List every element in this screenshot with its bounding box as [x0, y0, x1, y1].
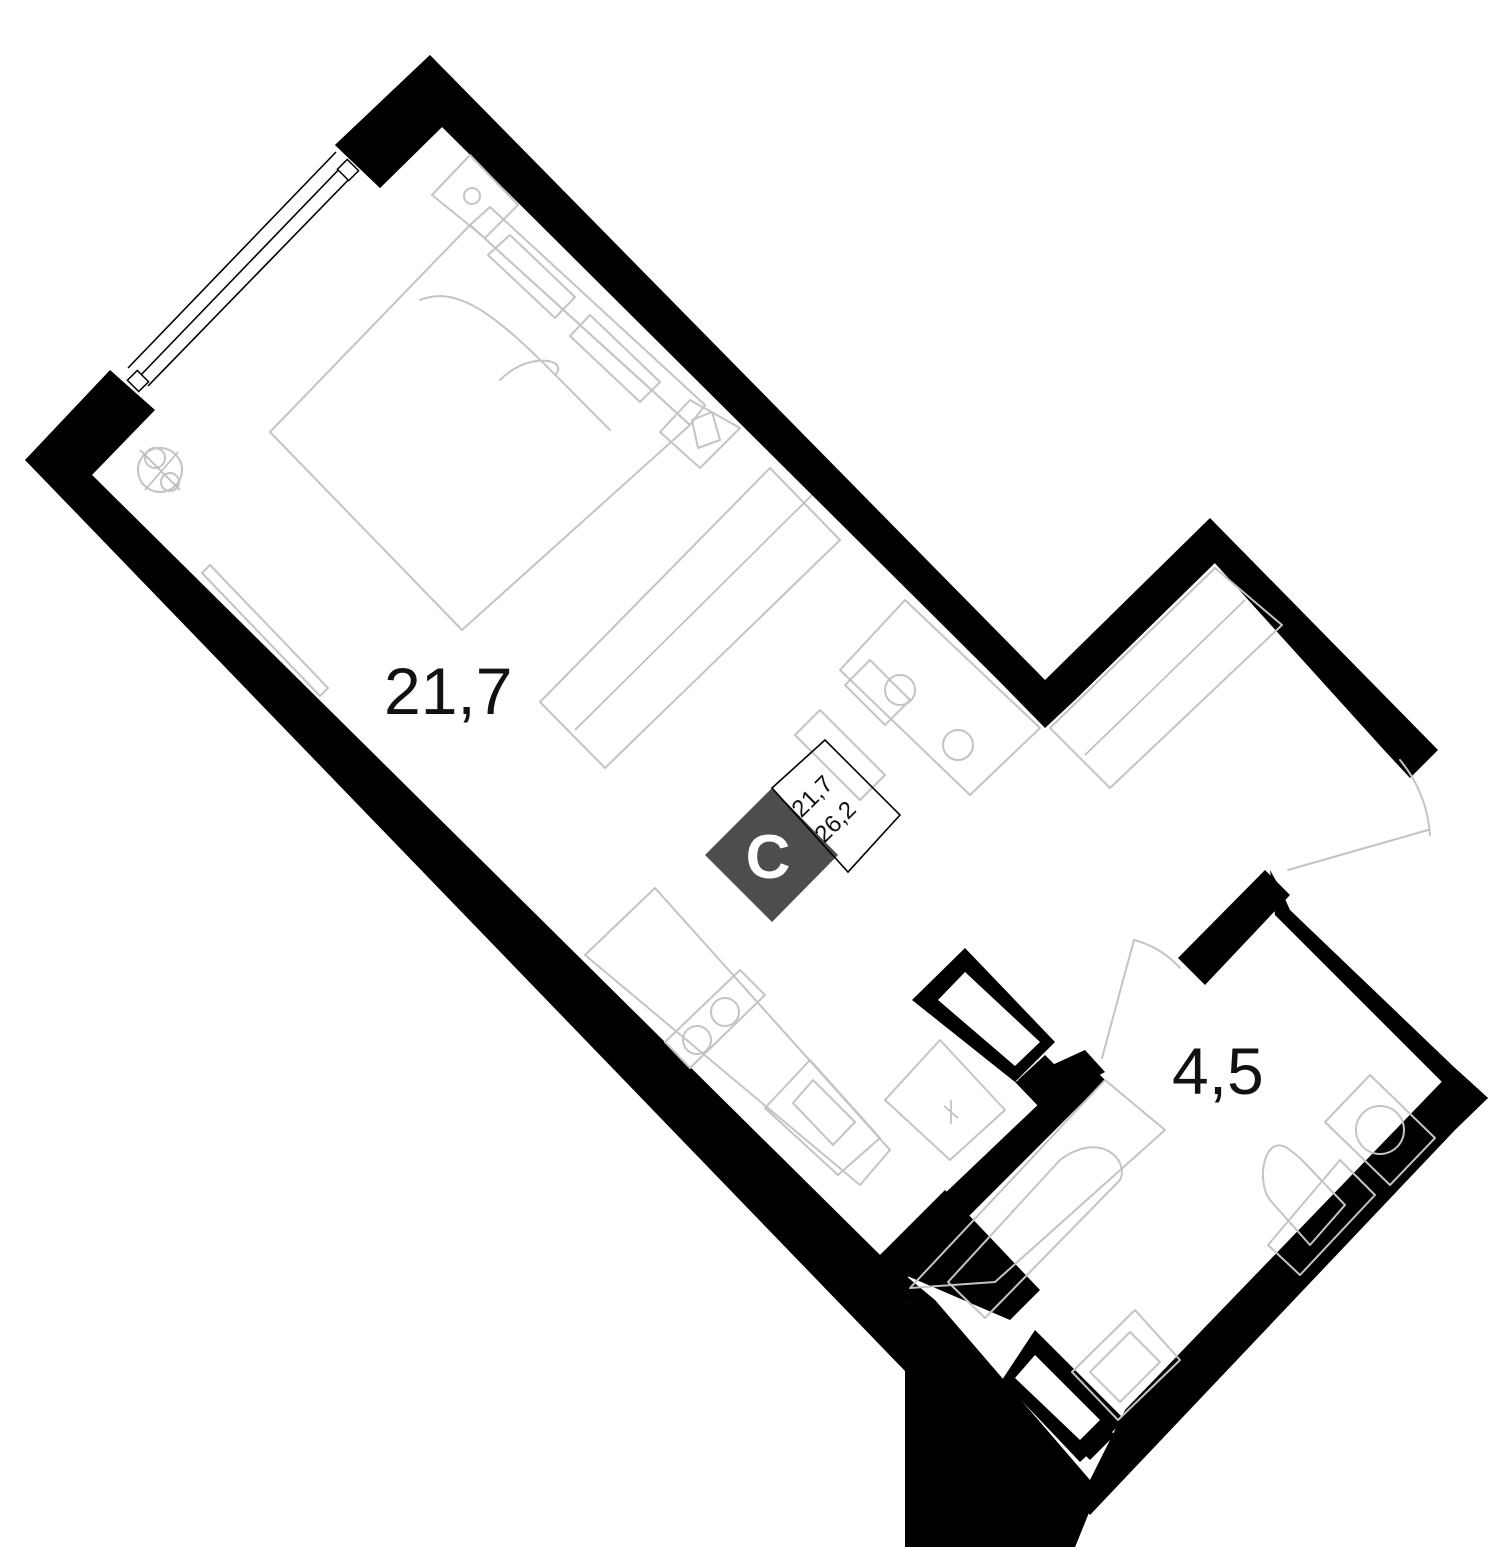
- walls: [25, 55, 1488, 1547]
- studio-furniture: [137, 154, 1041, 1186]
- wall-southwest-long: [25, 460, 1090, 1547]
- toilet: [1267, 1159, 1376, 1276]
- shaft-upper-void: [938, 972, 1040, 1066]
- wardrobe-hall: [1049, 567, 1283, 789]
- bathtub: [909, 1079, 1166, 1289]
- wardrobe-studio: [539, 467, 841, 769]
- shaft-lower-void: [1015, 1355, 1100, 1440]
- wall-bath-east: [1270, 870, 1488, 1110]
- nightstand-top: [431, 154, 519, 239]
- shaft-upper-wall: [1015, 1050, 1105, 1108]
- room-area-studio: 21,7: [384, 654, 512, 728]
- wall-hall-north: [1045, 518, 1438, 778]
- badge-diamond: [705, 788, 838, 922]
- wall-pier-top: [335, 55, 442, 188]
- wall-partition: [880, 1060, 1105, 1280]
- window: [126, 151, 360, 393]
- plant-icon: [137, 447, 183, 493]
- bathroom-furniture: [909, 1074, 1436, 1421]
- fridge: [884, 1039, 1006, 1161]
- dresser: [839, 599, 1041, 796]
- apartment-badge: С №228 21,7 26,2: [705, 738, 902, 938]
- nightstand-bottom: [659, 399, 741, 469]
- bath-sink: [1071, 1309, 1181, 1421]
- badge-frame: [770, 738, 902, 874]
- wall-studio-east: [335, 55, 1218, 728]
- radiator: [201, 564, 329, 697]
- entrance-door[interactable]: [1287, 759, 1431, 871]
- wall-bath-south: [905, 1068, 1488, 1515]
- badge-type-letter: С: [746, 823, 791, 892]
- shaft-lower-slot: [1080, 1425, 1115, 1460]
- wall-bath-north: [1178, 870, 1290, 985]
- bathroom-door[interactable]: [1101, 939, 1181, 1059]
- room-area-bathroom: 4,5: [1172, 1034, 1264, 1108]
- washing-machine: [1324, 1074, 1436, 1186]
- kitchen-sink: [764, 1059, 881, 1176]
